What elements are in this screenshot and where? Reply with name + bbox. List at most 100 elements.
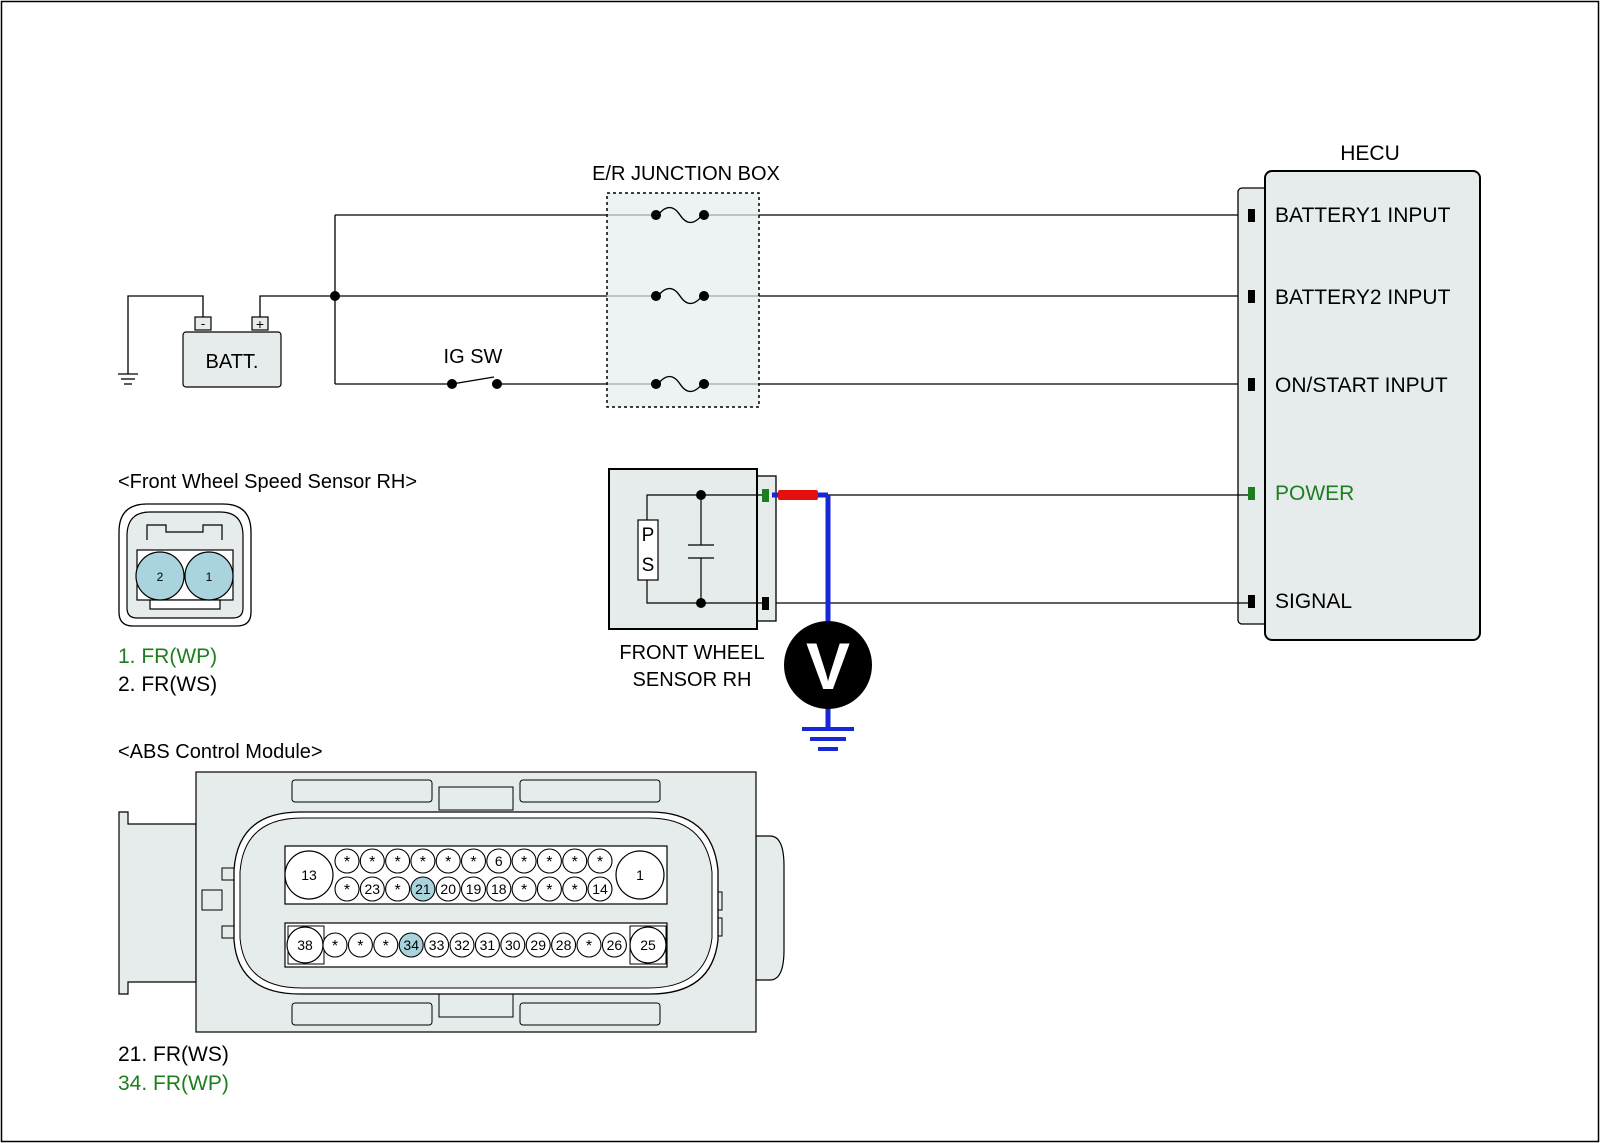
sensor-title-line1: FRONT WHEEL — [619, 642, 764, 664]
abs-pin-circle — [334, 876, 360, 902]
hecu-pin-battery1: BATTERY1 INPUT — [1275, 204, 1451, 227]
voltmeter-body — [784, 621, 872, 709]
junction-box: E/R JUNCTION BOX — [592, 163, 780, 408]
abs-pin-label: 21 — [415, 881, 431, 897]
front-wheel-sensor: P S FRONT WHEEL SENSOR RH — [608, 468, 777, 691]
abs-pin-circle — [460, 848, 487, 874]
wheel-sensor-connector: <Front Wheel Speed Sensor RH> 2 1 1. FR(… — [118, 471, 417, 696]
abs-pin-label: * — [369, 854, 375, 871]
abs-pin-circle — [410, 848, 436, 874]
abs-pin-label: * — [394, 882, 400, 899]
abs-pin-label: * — [597, 854, 603, 871]
abs-pin-label: * — [357, 938, 363, 955]
abs-pin-circle — [359, 848, 385, 874]
abs-pin-label: * — [420, 854, 426, 871]
abs-pin-label: * — [445, 854, 451, 871]
abs-pin-label: 19 — [466, 881, 482, 897]
abs-pin-label: 33 — [429, 937, 445, 953]
abs-pin-circle — [398, 932, 424, 958]
abs-pin-label: * — [546, 882, 552, 899]
abs-pin-label: 20 — [440, 881, 456, 897]
battery-positive-label: + — [256, 316, 264, 332]
voltmeter: V — [772, 490, 872, 751]
abs-pin-label: * — [344, 882, 350, 899]
abs-pin-circle — [536, 848, 562, 874]
abs-pin-label: * — [521, 854, 527, 871]
abs-pin-label: 28 — [556, 937, 572, 953]
hecu-module: HECU BATTERY1 INPUT BATTERY2 INPUT ON/ST… — [1237, 142, 1481, 641]
abs-pin-label: * — [344, 854, 350, 871]
abs-pin-circle — [322, 932, 348, 958]
wheel-legend-1: 1. FR(WP) — [118, 645, 217, 668]
abs-row1-top-pins: * * * * * * 6 * * * * — [334, 848, 613, 874]
wheel-connector-pin-1: 1 — [206, 570, 213, 584]
fuse-dots — [651, 210, 709, 389]
abs-pin-label: 18 — [491, 881, 507, 897]
abs-pin-label: 26 — [607, 937, 623, 953]
voltmeter-probe-red — [778, 490, 818, 500]
abs-pin-circle — [576, 932, 602, 958]
abs-pin-circle — [385, 876, 411, 902]
abs-pin-circle — [587, 848, 613, 874]
battery: - + BATT. — [182, 316, 282, 388]
abs-pin-circle — [486, 876, 512, 902]
battery-label: BATT. — [206, 351, 259, 373]
hecu-pin-power: POWER — [1275, 482, 1354, 505]
battery-negative-label: - — [201, 316, 205, 331]
junction-box-title: E/R JUNCTION BOX — [592, 163, 780, 185]
abs-pin-circle — [385, 848, 411, 874]
abs-pin-label: 29 — [530, 937, 546, 953]
fuse-symbols — [657, 206, 703, 393]
abs-pin-circle — [511, 848, 537, 874]
abs-pin-label: 34 — [403, 937, 419, 953]
abs-pin-label: * — [394, 854, 400, 871]
abs-pin-circle — [460, 876, 487, 902]
abs-pin-circle — [486, 848, 512, 874]
hecu-title: HECU — [1340, 142, 1400, 165]
abs-connector-title: <ABS Control Module> — [118, 741, 323, 763]
hecu-pin-signal: SIGNAL — [1275, 590, 1352, 613]
sensor-element-p: P — [642, 525, 655, 546]
sensor-hecu-wires — [776, 494, 1248, 604]
abs-pin-label: * — [572, 854, 578, 871]
abs-pin-circle — [562, 848, 588, 874]
abs-legend-21: 21. FR(WS) — [118, 1043, 229, 1066]
abs-pin-circle — [435, 876, 461, 902]
wheel-connector-pin-2: 2 — [157, 570, 164, 584]
voltmeter-symbol: V — [806, 629, 850, 703]
abs-legend-34: 34. FR(WP) — [118, 1072, 229, 1095]
abs-pin-circle — [334, 848, 360, 874]
abs-pin-circle — [525, 932, 551, 958]
abs-pin-circle — [587, 876, 613, 902]
abs-pin-circle — [500, 932, 526, 958]
abs-pin-circle — [347, 932, 373, 958]
hecu-pin-battery2: BATTERY2 INPUT — [1275, 286, 1451, 309]
abs-pin-label: 31 — [480, 937, 496, 953]
wheel-legend-2: 2. FR(WS) — [118, 673, 217, 696]
abs-pin-label: 6 — [495, 853, 503, 869]
abs-pin-25: 25 — [640, 937, 656, 953]
abs-pin-circle — [551, 932, 577, 958]
abs-pin-circle — [424, 932, 450, 958]
abs-pin-circle — [474, 932, 500, 958]
abs-pin-circle — [373, 932, 399, 958]
abs-pin-label: 23 — [365, 881, 381, 897]
sensor-title-line2: SENSOR RH — [633, 669, 752, 691]
hecu-pin-on-start: ON/START INPUT — [1275, 374, 1448, 397]
abs-pin-label: * — [572, 882, 578, 899]
abs-pin-circle — [449, 932, 475, 958]
abs-pin-label: * — [470, 854, 476, 871]
abs-pin-circle — [601, 932, 627, 958]
abs-pin-circle — [410, 876, 436, 902]
abs-pin-13: 13 — [301, 867, 317, 883]
abs-pin-label: 30 — [505, 937, 521, 953]
abs-pin-circle — [562, 876, 588, 902]
abs-pin-label: * — [546, 854, 552, 871]
abs-pin-label: * — [332, 938, 338, 955]
abs-pin-label: * — [521, 882, 527, 899]
abs-connector: <ABS Control Module> 13 1 3 — [118, 741, 785, 1095]
